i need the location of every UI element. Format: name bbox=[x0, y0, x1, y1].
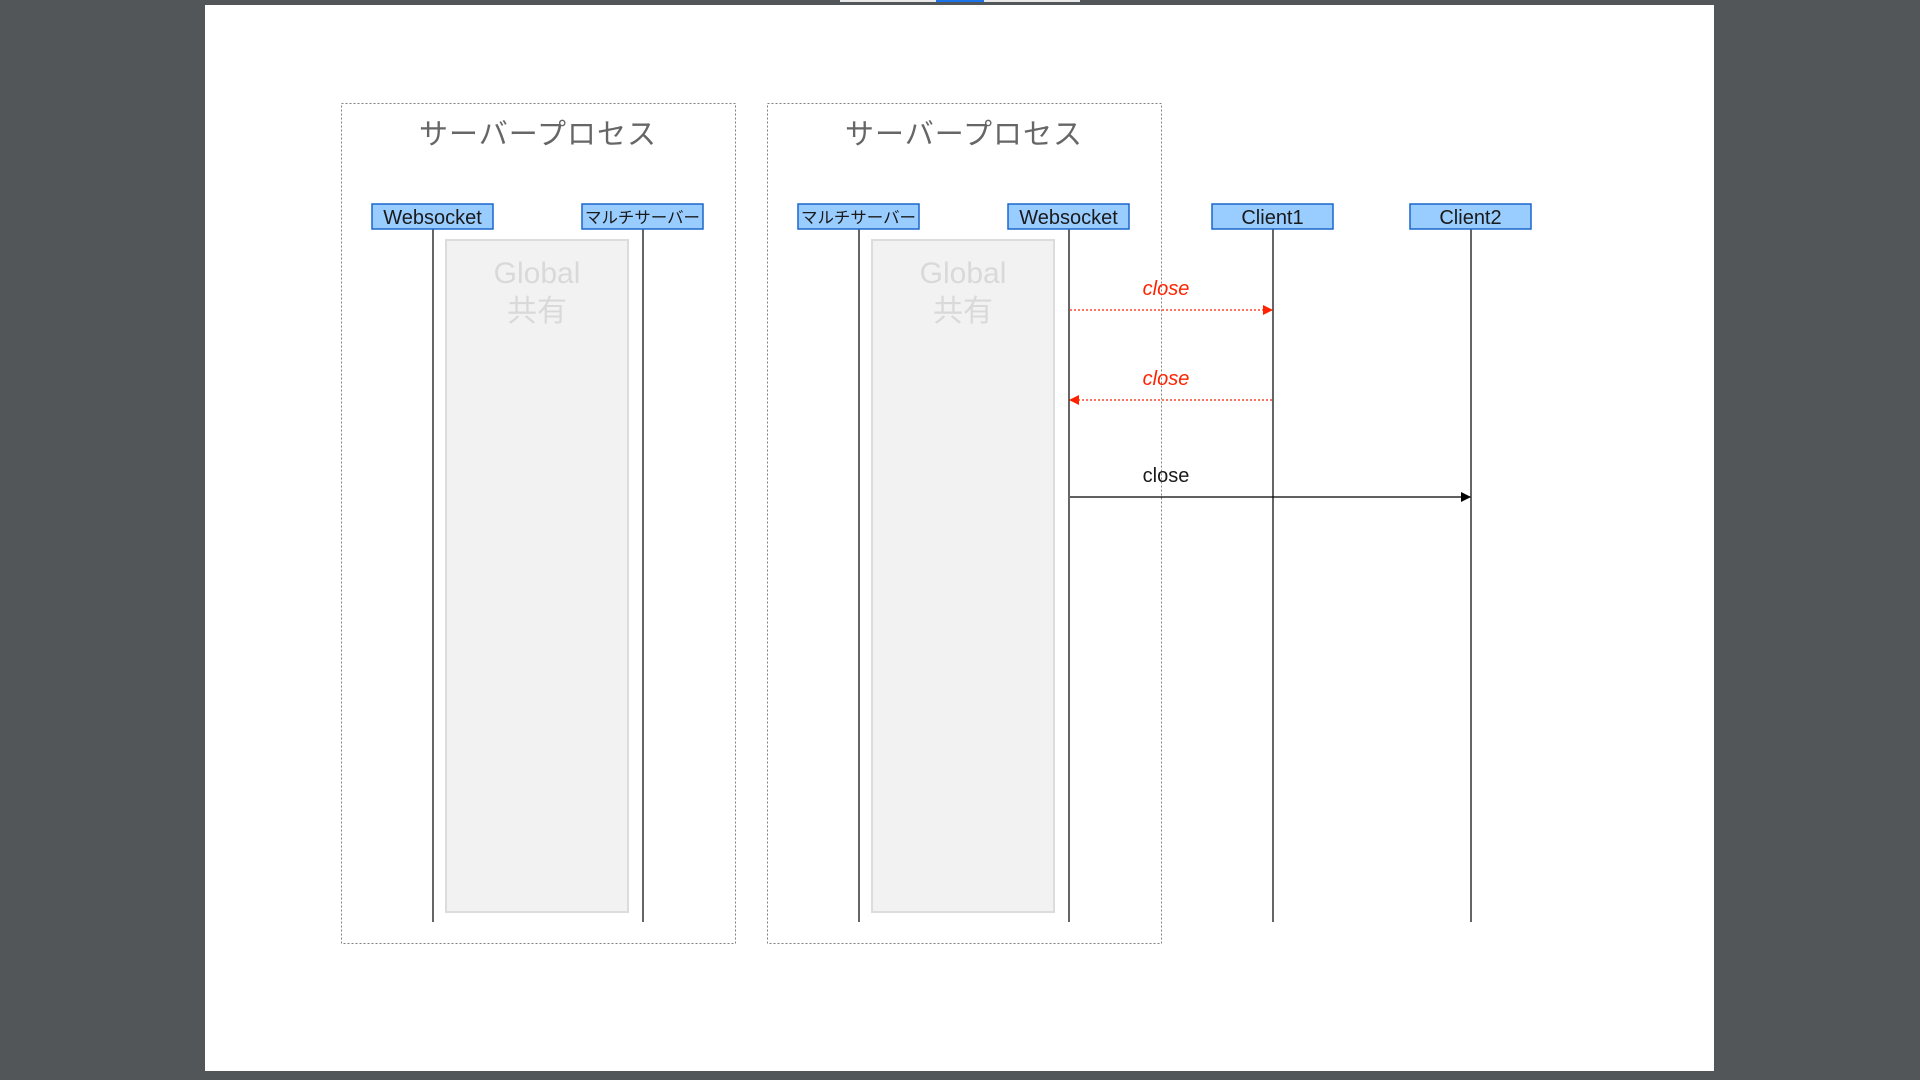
toolbar-tab-active[interactable] bbox=[936, 0, 984, 2]
message-label: close bbox=[1143, 368, 1190, 390]
toolbar-tab[interactable] bbox=[840, 0, 936, 2]
lifeline-head-websocket: Websocket bbox=[371, 203, 494, 230]
lifeline-head-label: Client2 bbox=[1439, 207, 1501, 229]
shared-global-area bbox=[445, 239, 629, 913]
document-page: サーバープロセス Global 共有 Websocket マルチサーバー bbox=[205, 5, 1714, 1071]
message-label: close bbox=[1143, 465, 1190, 487]
lifeline-head-client2 bbox=[1409, 203, 1532, 230]
shared-area-label-line2: 共有 bbox=[507, 295, 567, 328]
server-process-title: サーバープロセス bbox=[419, 119, 657, 151]
client-2: Client2 bbox=[1409, 203, 1532, 922]
sequence-diagram: サーバープロセス Global 共有 Websocket マルチサーバー bbox=[341, 103, 1532, 944]
message-label: close bbox=[1143, 278, 1190, 300]
lifeline-head-label: Websocket bbox=[1019, 207, 1118, 229]
server-process-1: サーバープロセス Global 共有 Websocket マルチサーバー bbox=[341, 103, 736, 944]
toolbar-tab[interactable] bbox=[984, 0, 1080, 2]
server-process-frame bbox=[767, 103, 1162, 944]
message-1: close bbox=[1070, 278, 1273, 315]
message-3: close bbox=[1070, 465, 1471, 502]
lifeline-head-client1 bbox=[1211, 203, 1334, 230]
server-process-title: サーバープロセス bbox=[845, 119, 1083, 151]
lifeline-head-label: マルチサーバー bbox=[585, 210, 700, 227]
shared-area-label-line1: Global bbox=[494, 257, 581, 290]
lifeline-head-label: Websocket bbox=[383, 207, 482, 229]
server-process-2: サーバープロセス Global 共有 マルチサーバー Websocket bbox=[767, 103, 1162, 944]
lifeline-head-label: Client1 bbox=[1241, 207, 1303, 229]
shared-area-label-line1: Global bbox=[920, 257, 1007, 290]
lifeline-head-websocket: Websocket bbox=[1007, 203, 1130, 230]
message-2: close bbox=[1069, 368, 1272, 405]
lifeline-head-multiserver: マルチサーバー bbox=[797, 203, 920, 230]
shared-area-label-line2: 共有 bbox=[933, 295, 993, 328]
client-1: Client1 bbox=[1211, 203, 1334, 922]
server-process-frame bbox=[341, 103, 736, 944]
lifeline-head-multiserver: マルチサーバー bbox=[581, 203, 704, 230]
lifeline-head-label: マルチサーバー bbox=[801, 210, 916, 227]
shared-global-area bbox=[871, 239, 1055, 913]
